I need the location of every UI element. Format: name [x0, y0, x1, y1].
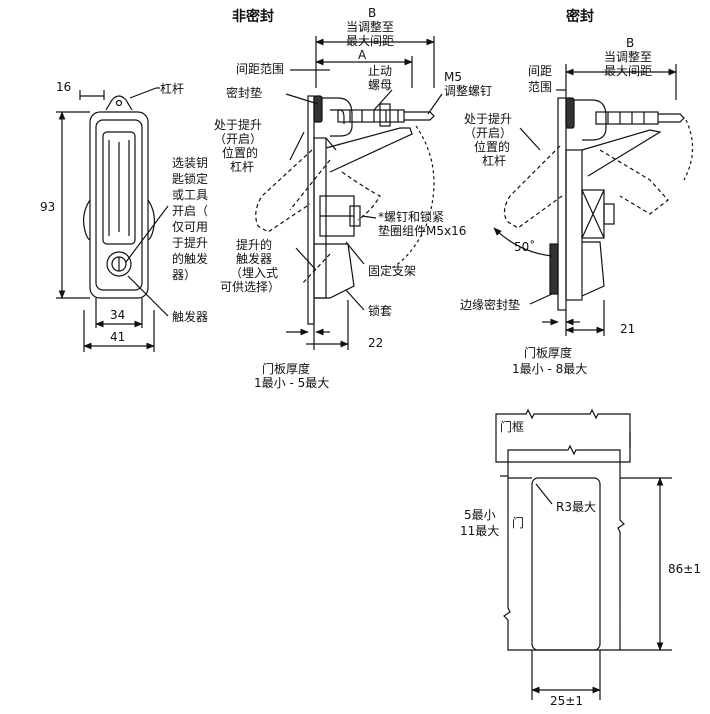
cutout-rect	[531, 477, 601, 651]
dim-22: 22	[368, 336, 384, 350]
gasket-shape	[313, 95, 323, 123]
label-gasket: 密封垫	[226, 86, 263, 100]
label-panel-thickness-sealed: 门板厚度	[524, 346, 573, 360]
label-b-note-sealed-1: 当调整至	[604, 50, 653, 64]
label-housing: 锁套	[368, 304, 393, 318]
label-bracket: 固定支架	[368, 264, 417, 278]
dim-25: 25±1	[550, 694, 583, 708]
key-cylinder-shape	[106, 251, 132, 277]
label-key-option-3: 或工具	[172, 188, 209, 202]
door-panel	[557, 97, 567, 311]
label-stop-nut-1: 止动	[368, 64, 393, 78]
label-door-frame: 门框	[500, 420, 525, 434]
gasket-shape	[565, 97, 575, 129]
dim-86: 86±1	[668, 562, 701, 576]
label-radius: R3最大	[556, 500, 596, 514]
label-trigger-raised-2: 触发器	[236, 252, 273, 266]
label-angle-50: 50˚	[514, 240, 536, 254]
label-panel-thickness: 门板厚度	[262, 362, 311, 376]
label-trigger-raised-3: （埋入式	[230, 266, 279, 280]
title-sealed: 密封	[566, 9, 594, 25]
label-offset-max: 11最大	[460, 524, 500, 538]
label-lever-raised-2: （开启）	[214, 132, 263, 146]
label-lever-raised-sealed-2: （开启）	[464, 126, 513, 140]
door-panel	[307, 95, 315, 325]
label-key-option-1: 选装钥	[172, 156, 209, 170]
label-key-option-7: 的触发	[172, 252, 209, 266]
sealed-view	[493, 64, 694, 336]
label-trigger: 触发器	[172, 310, 209, 324]
label-offset-min: 5最小	[464, 508, 496, 522]
dim-41: 41	[110, 330, 126, 344]
dim-93: 93	[40, 200, 56, 214]
label-range-sealed-2: 范围	[528, 80, 553, 94]
label-b-note-sealed-2: 最大间距	[604, 64, 653, 78]
clamp-u	[322, 97, 353, 137]
label-door: 门	[512, 516, 525, 530]
label-panel-range: 1最小 - 5最大	[254, 376, 330, 390]
cutout-view	[495, 408, 672, 700]
door-outline	[503, 444, 625, 651]
lever-knob-shape	[105, 95, 133, 111]
lever-slot	[102, 131, 136, 245]
nonsealed-view	[255, 36, 443, 350]
label-range: 间距范围	[236, 62, 285, 76]
door-frame-outline	[495, 408, 631, 463]
dim-a: A	[358, 48, 367, 62]
label-lever-raised-sealed-1: 处于提升	[464, 112, 513, 126]
label-lever-raised-3: 位置的	[222, 146, 259, 160]
label-key-option-8: 器）	[172, 268, 197, 282]
label-adjust-screw: 调整螺钉	[444, 84, 493, 98]
label-screw-1: *螺钉和锁紧	[378, 210, 445, 224]
dim-b-nonsealed: B	[368, 6, 377, 20]
label-b-note-1: 当调整至	[346, 20, 395, 34]
label-lever: 杠杆	[160, 82, 185, 96]
label-key-option-5: 仅可用	[172, 220, 209, 234]
label-lever-raised-sealed-4: 杠杆	[482, 154, 507, 168]
label-trigger-raised-4: 可供选择）	[220, 280, 281, 294]
label-edge-gasket: 边缘密封垫	[460, 298, 521, 312]
label-m5: M5	[444, 70, 462, 84]
dim-16: 16	[56, 80, 72, 94]
dim-b-sealed: B	[626, 36, 635, 50]
label-b-note-2: 最大间距	[346, 34, 395, 48]
label-screw-2: 垫圈组件M5x16	[378, 224, 467, 238]
label-trigger-raised-1: 提升的	[236, 238, 273, 252]
latch-body-outline	[89, 111, 149, 299]
dim-21: 21	[620, 322, 636, 336]
title-non-sealed: 非密封	[232, 9, 274, 25]
dim-34: 34	[110, 308, 126, 322]
label-key-option-4: 开启（	[172, 204, 209, 218]
front-view	[56, 87, 169, 352]
label-lever-raised-4: 杠杆	[230, 160, 255, 174]
label-lever-raised-sealed-3: 位置的	[474, 140, 511, 154]
label-panel-range-sealed: 1最小 - 8最大	[512, 362, 588, 376]
label-key-option-2: 匙锁定	[172, 172, 209, 186]
label-range-sealed-1: 间距	[528, 64, 553, 78]
label-key-option-6: 于提升	[172, 236, 209, 250]
label-lever-raised-1: 处于提升	[214, 118, 263, 132]
label-stop-nut-2: 螺母	[368, 78, 393, 92]
